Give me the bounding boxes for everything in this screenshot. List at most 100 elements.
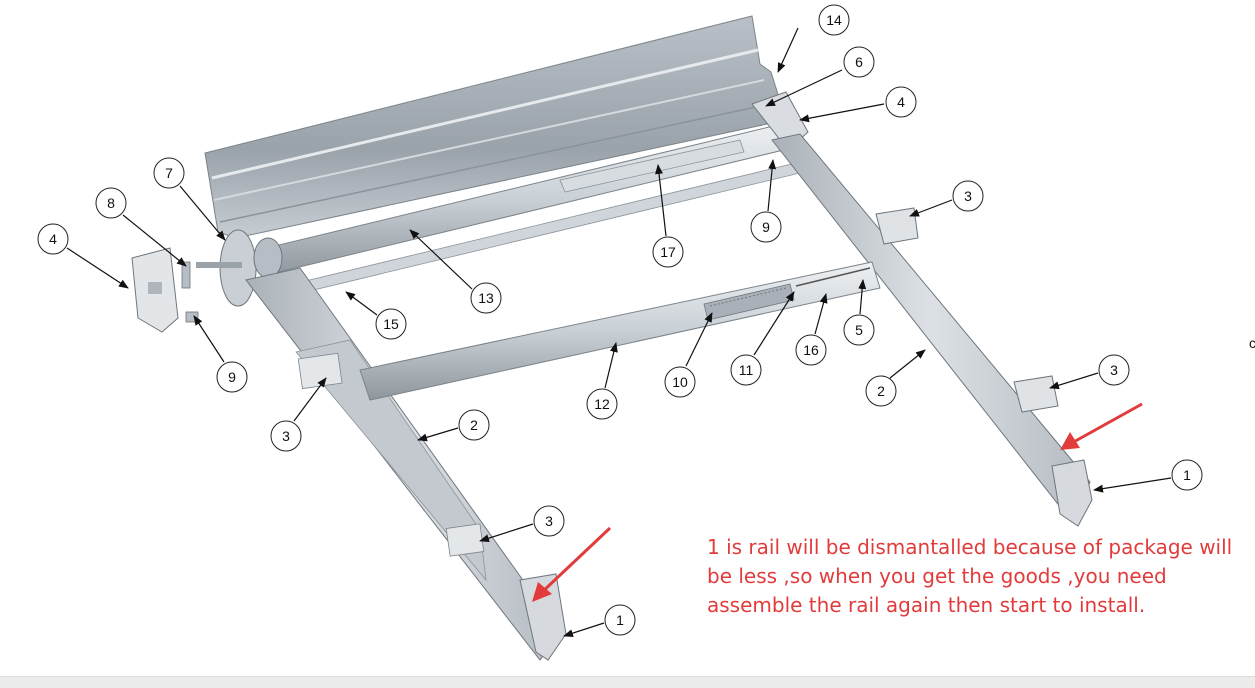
callout-leader-arrow (479, 523, 534, 543)
callout-leader-arrow (777, 27, 799, 73)
callout-circle (1098, 354, 1130, 386)
callout-number: 3 (545, 513, 553, 529)
callout-leader-arrow (1049, 372, 1099, 390)
callout-number: 2 (877, 383, 885, 399)
callout-c2l: 2 (417, 409, 490, 442)
callout-circle (458, 409, 490, 441)
left-rail (245, 267, 567, 661)
callout-c17: 17 (652, 164, 684, 268)
callout-circle (952, 180, 984, 212)
callout-c2r: 2 (865, 349, 926, 407)
callout-leader-arrow (563, 622, 605, 638)
callout-leader-arrow (765, 69, 843, 107)
callout-c5: 5 (843, 279, 875, 346)
callout-leader-arrow (604, 342, 618, 389)
callout-c9r: 9 (750, 159, 782, 243)
callout-leader-arrow (179, 185, 226, 241)
callout-number: 9 (762, 219, 770, 235)
callout-number: 12 (594, 396, 610, 412)
callout-c3c: 3 (270, 377, 327, 452)
callout-circle (795, 334, 827, 366)
callout-c3a: 3 (909, 180, 984, 217)
callout-c3b: 3 (1049, 354, 1130, 390)
note-line: be less ,so when you get the goods ,you … (707, 564, 1167, 588)
callout-c15: 15 (345, 291, 407, 340)
callout-leader-arrow (753, 291, 795, 356)
callout-c10: 10 (664, 312, 713, 398)
callout-leader-arrow (122, 214, 187, 267)
callout-circle (818, 4, 850, 36)
front-bar (359, 261, 881, 401)
callout-circle (1171, 459, 1203, 491)
callout-number: 16 (803, 342, 819, 358)
callout-number: 4 (49, 231, 57, 247)
cassette-hood (204, 15, 787, 239)
callout-number: 1 (616, 612, 624, 628)
callout-number: 3 (282, 428, 290, 444)
assembly-note: 1 is rail will be dismantalled because o… (707, 533, 1247, 620)
callout-circle (270, 420, 302, 452)
callout-number: 14 (826, 12, 842, 28)
callout-c1l: 1 (563, 604, 636, 638)
bottom-scrollbar (0, 676, 1255, 688)
callout-leader-arrow (193, 315, 225, 363)
callout-circle (375, 308, 407, 340)
callout-leader-arrow (293, 377, 327, 422)
callout-leader-arrow (345, 291, 378, 316)
edge-glyph: c (1249, 335, 1255, 351)
callout-c12: 12 (586, 342, 618, 420)
callout-c8: 8 (95, 187, 187, 267)
callout-circle (865, 375, 897, 407)
callout-number: 5 (855, 322, 863, 338)
roller-tube (249, 121, 805, 301)
callout-c16: 16 (795, 293, 828, 366)
callout-number: 10 (672, 374, 688, 390)
callout-circle (885, 86, 917, 118)
callout-circle (652, 236, 684, 268)
callout-circle (730, 354, 762, 386)
callout-number: 1 (1183, 467, 1191, 483)
callout-number: 7 (165, 165, 173, 181)
callout-number: 6 (855, 54, 863, 70)
callout-circle (664, 366, 696, 398)
callout-circle (153, 157, 185, 189)
callout-number: 15 (383, 316, 399, 332)
callout-circle (470, 282, 502, 314)
rail-end-red-arrows (532, 402, 1143, 602)
callout-leader-arrow (1093, 477, 1172, 493)
note-line: assemble the rail again then start to in… (707, 593, 1146, 617)
callout-number: 3 (964, 188, 972, 204)
callout-leader-arrow (799, 103, 885, 123)
callout-c4l: 4 (37, 223, 129, 289)
callout-leader-arrow (767, 159, 777, 212)
callout-c1r: 1 (1093, 459, 1203, 493)
callout-number: 2 (470, 417, 478, 433)
callout-number: 8 (107, 195, 115, 211)
callout-c3d: 3 (479, 505, 565, 543)
callout-leader-arrow (66, 247, 129, 289)
callout-number: 9 (228, 369, 236, 385)
callout-leader-arrow (655, 164, 667, 237)
callout-circle (586, 388, 618, 420)
callout-leader-arrow (889, 349, 926, 379)
left-end-cap (196, 229, 283, 307)
callout-leader-arrow (858, 279, 867, 315)
callout-number: 13 (478, 290, 494, 306)
callout-c7: 7 (153, 157, 226, 241)
callout-c14: 14 (777, 4, 850, 73)
callout-circle (843, 46, 875, 78)
callout-circle (37, 223, 69, 255)
note-line: 1 is rail will be dismantalled because o… (707, 535, 1233, 559)
callout-circle (604, 604, 636, 636)
callout-c11: 11 (730, 291, 795, 386)
callout-number: 11 (739, 362, 754, 378)
callout-circle (95, 187, 127, 219)
callout-leader-arrow (909, 199, 953, 217)
callout-circle (843, 314, 875, 346)
callout-circle (533, 505, 565, 537)
callout-number: 4 (897, 94, 905, 110)
callout-leader-arrow (814, 293, 828, 335)
callout-leader-arrow (417, 427, 459, 442)
